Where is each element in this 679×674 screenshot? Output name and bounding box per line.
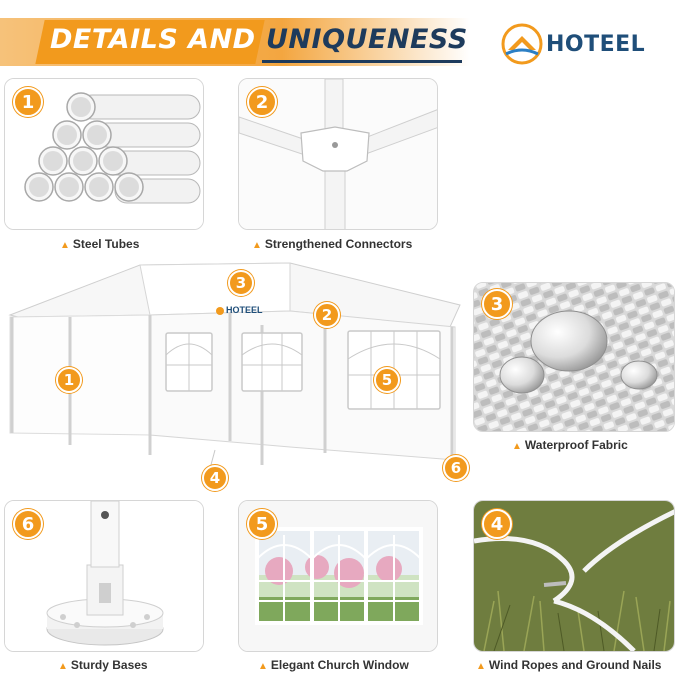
- triangle-icon: ▲: [252, 240, 262, 251]
- brand-logo-icon: [501, 23, 543, 65]
- card-waterproof: 3: [473, 282, 675, 432]
- badge-2: 2: [247, 87, 277, 117]
- triangle-icon: ▲: [476, 661, 486, 672]
- card-steel-tubes: 1: [4, 78, 204, 230]
- tent-marker-1: 1: [56, 367, 82, 393]
- caption-sturdy-bases: ▲Sturdy Bases: [58, 658, 148, 672]
- tent-illustration: HOTEEL 3 2 1 5 4 6: [0, 255, 470, 491]
- card-sturdy-bases: 6: [4, 500, 204, 652]
- caption-church-window: ▲Elegant Church Window: [258, 658, 409, 672]
- badge-6: 6: [13, 509, 43, 539]
- caption-text: Wind Ropes and Ground Nails: [488, 658, 662, 672]
- card-connectors: 2: [238, 78, 438, 230]
- caption-text: Elegant Church Window: [270, 658, 409, 672]
- caption-connectors: ▲Strengthened Connectors: [252, 237, 412, 251]
- brand-name: HOTEEL: [546, 32, 646, 57]
- caption-text: Strengthened Connectors: [264, 237, 413, 251]
- tent-marker-3: 3: [228, 270, 254, 296]
- tent-marker-5: 5: [374, 367, 400, 393]
- tent-marker-6: 6: [443, 455, 469, 481]
- card-wind-ropes: 4: [473, 500, 675, 652]
- tent-logo-text: HOTEEL: [226, 305, 263, 315]
- sturdy-base-image: [5, 501, 203, 651]
- wind-ropes-image: [474, 501, 674, 651]
- triangle-icon: ▲: [512, 441, 522, 452]
- badge-5: 5: [247, 509, 277, 539]
- triangle-icon: ▲: [258, 661, 268, 672]
- badge-1: 1: [13, 87, 43, 117]
- triangle-icon: ▲: [58, 661, 68, 672]
- triangle-icon: ▲: [60, 240, 70, 251]
- card-church-window: 5: [238, 500, 438, 652]
- title-underline: [262, 60, 462, 63]
- title-left: DETAILS AND: [50, 24, 256, 55]
- title-right: UNIQUENESS: [266, 24, 468, 55]
- caption-wind-ropes: ▲Wind Ropes and Ground Nails: [476, 658, 661, 672]
- caption-steel-tubes: ▲Steel Tubes: [60, 237, 139, 251]
- caption-text: Waterproof Fabric: [524, 438, 628, 452]
- badge-3: 3: [482, 289, 512, 319]
- tent-marker-4: 4: [202, 465, 228, 491]
- caption-text: Sturdy Bases: [70, 658, 148, 672]
- tent-marker-2: 2: [314, 302, 340, 328]
- brand-logo-block: HOTEEL: [500, 22, 670, 66]
- caption-text: Steel Tubes: [72, 237, 140, 251]
- badge-4: 4: [482, 509, 512, 539]
- caption-waterproof: ▲Waterproof Fabric: [512, 438, 628, 452]
